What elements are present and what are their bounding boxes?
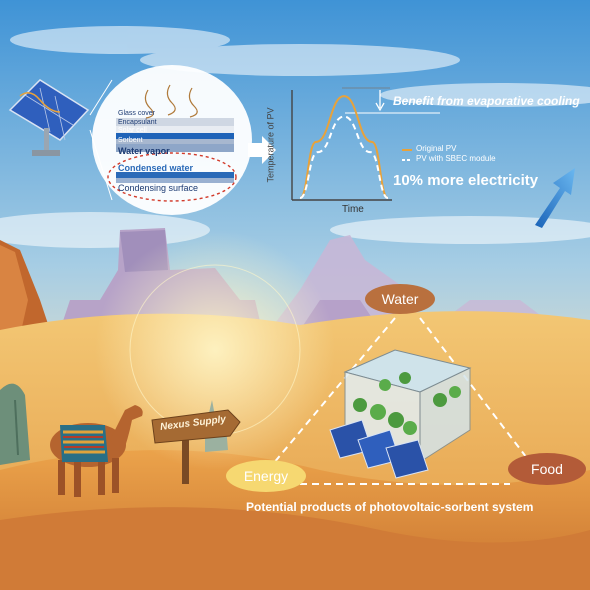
highlight-text: 10% more electricity xyxy=(393,172,539,189)
clouds xyxy=(0,26,590,248)
device-cross-section xyxy=(92,65,252,215)
energy-label: Energy xyxy=(243,468,289,484)
pv-panel-icon xyxy=(8,79,90,156)
label-glass-cover: Glass cover xyxy=(118,110,155,117)
chart-xlabel: Time xyxy=(342,204,364,215)
temperature-chart xyxy=(291,87,440,201)
label-condensed-water: Condensed water xyxy=(118,163,194,173)
food-label: Food xyxy=(531,461,563,477)
water-node: Water xyxy=(365,284,435,314)
chart-ylabel: Temperature of PV xyxy=(265,107,276,183)
label-water-vapor: Water vapor xyxy=(118,146,170,156)
label-solar-cell: Solar cell xyxy=(118,127,147,134)
series-line-original-pv xyxy=(299,95,389,199)
cactus-icon xyxy=(0,383,30,465)
bottom-caption: Potential products of photovoltaic-sorbe… xyxy=(246,500,534,514)
energy-node: Energy xyxy=(226,460,306,492)
label-sorbent: Sorbent xyxy=(118,137,143,144)
increase-arrow-icon xyxy=(535,168,575,228)
flow-arrow-icon xyxy=(248,136,276,164)
water-label: Water xyxy=(381,291,419,307)
camel-icon xyxy=(50,405,143,497)
nexus-triangle xyxy=(267,317,531,485)
nexus-sign xyxy=(151,409,241,484)
label-encapsulant: Encapsulant xyxy=(118,119,157,126)
food-node: Food xyxy=(508,453,586,485)
label-condensing-surface: Condensing surface xyxy=(118,183,199,193)
legend-label-original: Original PV xyxy=(416,144,457,153)
ground-solar-panels xyxy=(329,419,429,479)
chart-annotation: Benefit from evaporative cooling xyxy=(393,94,580,108)
legend-label-sbec: PV with SBEC module xyxy=(416,154,496,163)
